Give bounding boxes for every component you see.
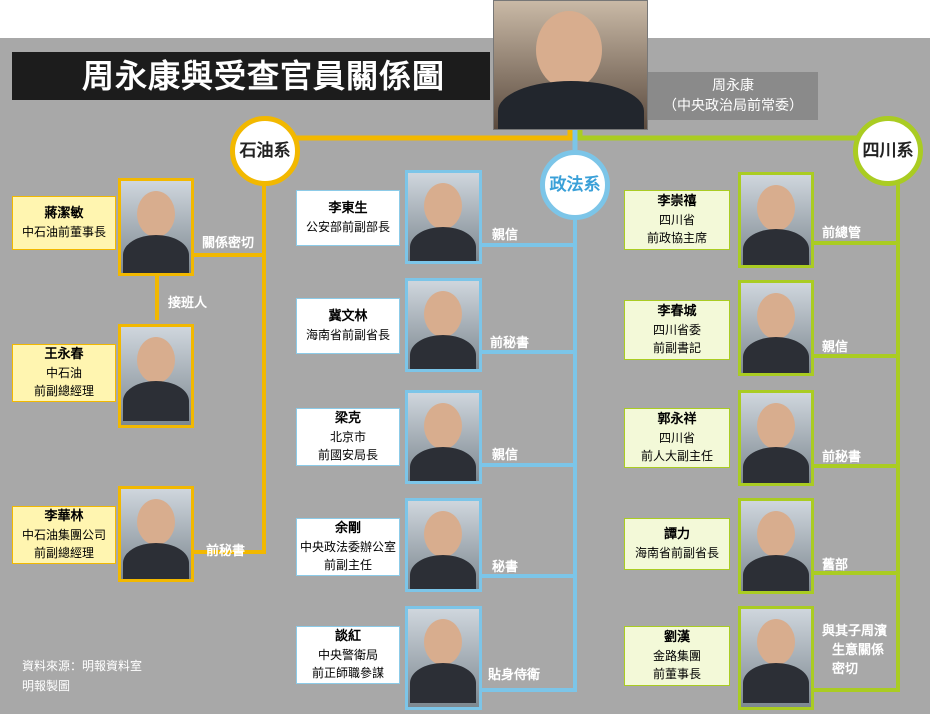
relation-label: 親信 <box>822 340 849 355</box>
person-photo-icon <box>118 178 194 276</box>
person-name: 劉漢 <box>663 630 690 645</box>
top-person-role: （中央政治局前常委） <box>663 98 803 114</box>
person-photo-icon <box>405 498 482 592</box>
person-photo-icon <box>738 498 814 594</box>
person-name: 李崇禧 <box>657 194 697 209</box>
sichuan-vertical <box>812 180 900 692</box>
relation-label: 貼身侍衛 <box>488 668 541 683</box>
person-card: 梁克 北京市 前國安局長 <box>296 408 400 466</box>
faction-sichuan: 四川系 <box>853 116 923 186</box>
person-role: 前正師職參謀 <box>311 666 384 680</box>
relation-label: 親信 <box>492 228 519 243</box>
person-role: 四川省 <box>658 431 695 445</box>
person-card: 譚力 海南省前副省長 <box>624 518 730 570</box>
person-card: 李華林 中石油集團公司 前副總經理 <box>12 506 116 564</box>
person-role: 海南省前副省長 <box>305 328 390 342</box>
person-role: 公安部前副部長 <box>305 220 390 234</box>
relation-line: 與其子周濱 <box>822 624 888 639</box>
relation-label: 親信 <box>492 448 519 463</box>
person-name: 李東生 <box>328 201 368 216</box>
oil-vertical <box>193 180 266 554</box>
person-photo-icon <box>738 280 814 376</box>
person-role: 四川省 <box>658 213 695 227</box>
person-photo-icon <box>738 606 814 710</box>
person-role: 中石油集團公司 <box>21 528 106 542</box>
person-card: 李春城 四川省委 前副書記 <box>624 300 730 360</box>
person-card: 蔣潔敏 中石油前董事長 <box>12 196 116 250</box>
person-photo-icon <box>118 486 194 582</box>
person-card: 李崇禧 四川省 前政協主席 <box>624 190 730 250</box>
person-name: 李春城 <box>657 304 697 319</box>
person-name: 蔣潔敏 <box>44 206 84 221</box>
person-role: 中央警衛局 <box>317 648 378 662</box>
person-name: 談紅 <box>334 629 361 644</box>
relation-label: 秘書 <box>492 560 519 575</box>
person-name: 余剛 <box>334 521 361 536</box>
person-photo-icon <box>405 390 482 484</box>
relation-label: 關係密切 <box>202 236 255 251</box>
relation-label: 前秘書 <box>490 336 530 351</box>
faction-law: 政法系 <box>540 150 610 220</box>
person-role: 中石油前董事長 <box>21 225 106 239</box>
successor-label: 接班人 <box>168 296 208 311</box>
person-role: 北京市 <box>329 430 366 444</box>
person-photo-icon <box>405 278 482 372</box>
source-note: 資料來源：明報資料室 明報製圖 <box>22 656 142 696</box>
person-card: 余剛 中央政法委辦公室 前副主任 <box>296 518 400 576</box>
person-name: 郭永祥 <box>657 412 697 427</box>
person-photo-icon <box>493 0 648 130</box>
relation-label: 前總管 <box>822 226 862 241</box>
person-card: 王永春 中石油 前副總經理 <box>12 344 116 402</box>
person-role: 前政協主席 <box>646 231 707 245</box>
person-role: 中央政法委辦公室 <box>299 540 396 554</box>
source-line: 資料來源：明報資料室 <box>22 659 143 673</box>
person-photo-icon <box>118 324 194 428</box>
faction-oil: 石油系 <box>230 116 300 186</box>
person-name: 譚力 <box>663 527 690 542</box>
person-role: 海南省前副省長 <box>634 546 719 560</box>
page-title: 周永康與受查官員關係圖 <box>12 52 490 100</box>
person-role: 前副總經理 <box>33 546 94 560</box>
person-name: 梁克 <box>334 411 361 426</box>
top-person-name: 周永康 <box>712 78 754 94</box>
person-photo-icon <box>405 606 482 710</box>
person-name: 李華林 <box>44 509 84 524</box>
law-vertical <box>482 210 577 692</box>
person-photo-icon <box>738 390 814 486</box>
person-role: 前副主任 <box>323 558 372 572</box>
person-role: 前副總經理 <box>33 384 94 398</box>
relation-label: 與其子周濱 生意關係 密切 <box>822 622 887 679</box>
relation-line: 密切 <box>832 662 859 677</box>
relation-line: 生意關係 <box>832 643 885 658</box>
person-name: 冀文林 <box>328 309 368 324</box>
person-role: 中石油 <box>45 366 82 380</box>
top-person-label: 周永康 （中央政治局前常委） <box>648 72 818 120</box>
person-role: 前國安局長 <box>317 448 378 462</box>
person-role: 金路集團 <box>652 649 701 663</box>
relation-label: 舊部 <box>822 558 849 573</box>
person-role: 四川省委 <box>652 323 701 337</box>
relation-label: 前秘書 <box>206 544 246 559</box>
person-photo-icon <box>738 172 814 268</box>
person-name: 王永春 <box>44 347 84 362</box>
person-role: 前董事長 <box>652 667 701 681</box>
person-role: 前副書記 <box>652 341 701 355</box>
person-card: 郭永祥 四川省 前人大副主任 <box>624 408 730 468</box>
person-card: 談紅 中央警衛局 前正師職參謀 <box>296 626 400 684</box>
person-photo-icon <box>405 170 482 264</box>
person-card: 劉漢 金路集團 前董事長 <box>624 626 730 686</box>
person-card: 李東生 公安部前副部長 <box>296 190 400 246</box>
person-role: 前人大副主任 <box>640 449 713 463</box>
person-card: 冀文林 海南省前副省長 <box>296 298 400 354</box>
source-line: 明報製圖 <box>22 679 71 693</box>
relation-label: 前秘書 <box>822 450 862 465</box>
